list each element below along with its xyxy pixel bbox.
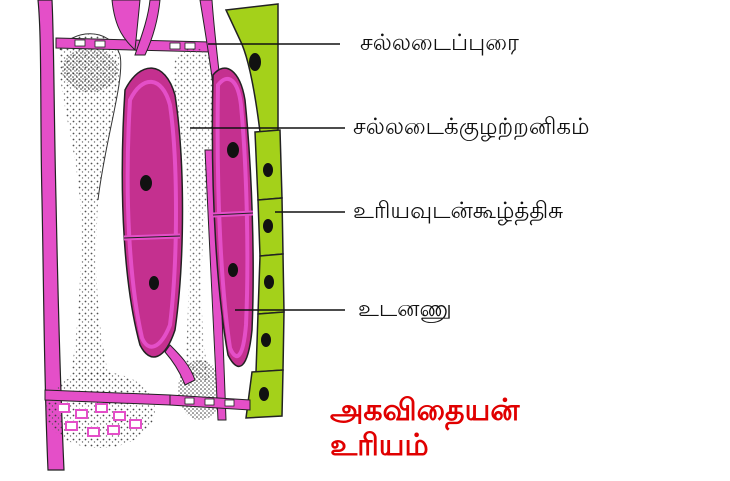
title-line-2: உரியம்	[330, 429, 519, 464]
nucleus-8	[264, 275, 274, 289]
nucleus-7	[263, 219, 273, 233]
title-line-1: அகவிதையன்	[330, 394, 519, 429]
nucleus-5	[249, 53, 261, 71]
nucleus-3	[227, 142, 239, 158]
diagram-title: அகவிதையன் உரியம்	[330, 394, 519, 463]
companion-cell-left	[122, 68, 182, 357]
label-sieve-tube: சல்லடைக்குழற்றனிகம்	[353, 116, 590, 139]
label-sieve-plate: சல்லடைப்புரை	[360, 32, 519, 55]
nucleus-9	[261, 333, 271, 347]
nucleus-10	[259, 387, 269, 401]
label-phloem-parenchyma: உரியவுடன்கூழ்த்திசு	[353, 200, 563, 223]
nucleus-2	[149, 276, 159, 290]
sieve-tube-element-left	[59, 34, 121, 380]
nucleus-4	[228, 263, 238, 277]
nucleus-1	[140, 175, 152, 191]
label-companion-cell: உடனணு	[358, 298, 452, 321]
nucleus-6	[263, 163, 273, 177]
bottom-sieve-plate	[45, 372, 170, 448]
